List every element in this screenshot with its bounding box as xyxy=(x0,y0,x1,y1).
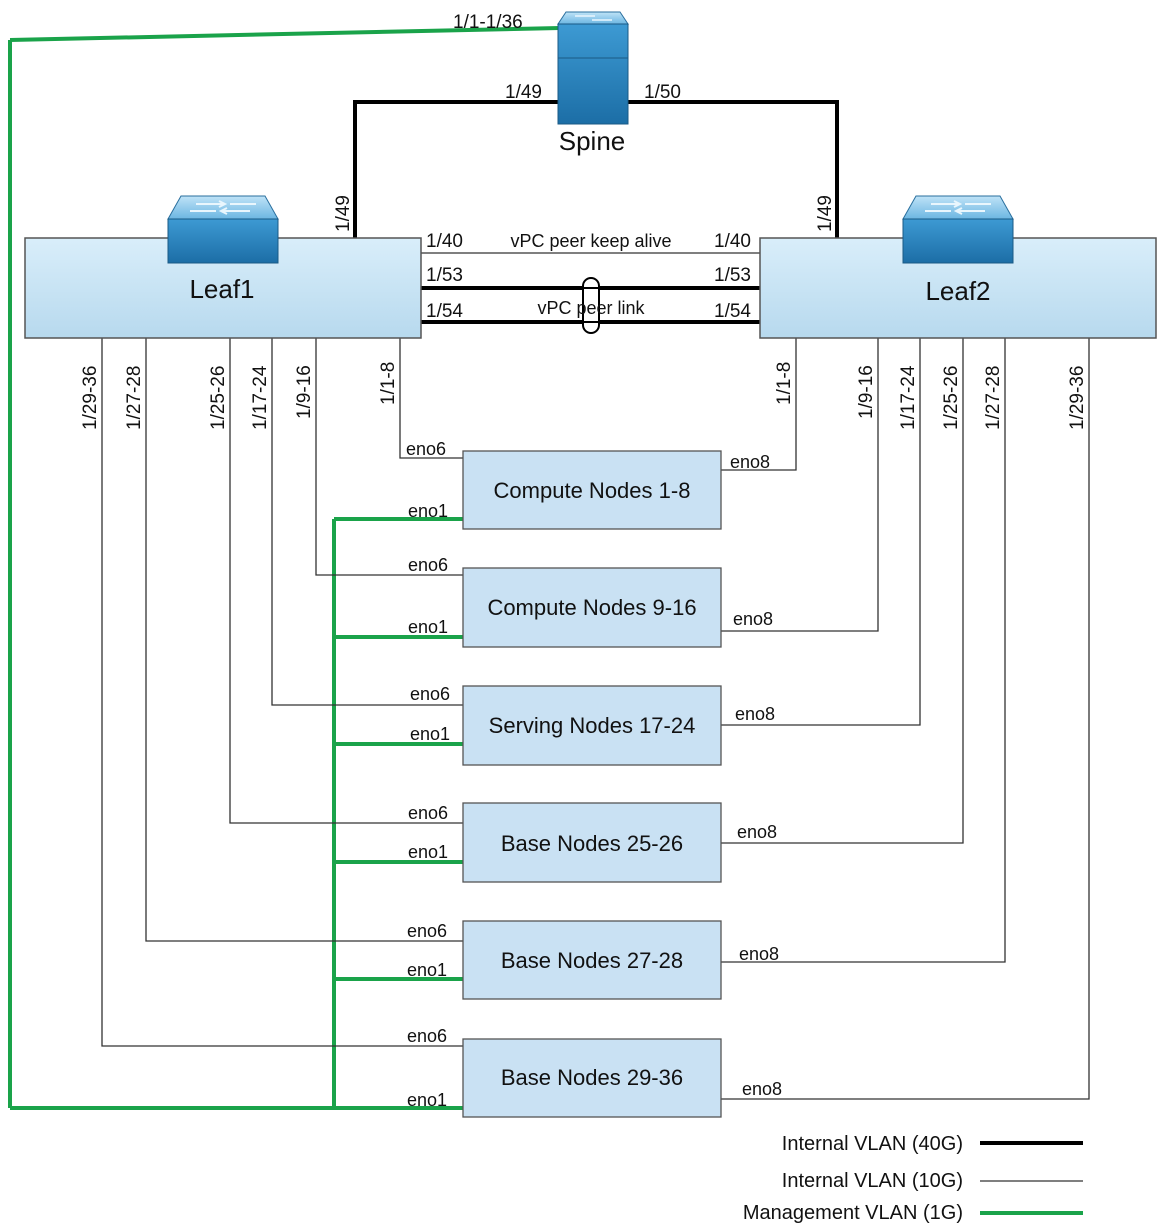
leaf1-link-9-16 xyxy=(315,338,463,576)
leaf1-label: Leaf1 xyxy=(189,274,254,304)
keepalive-label: vPC peer keep alive xyxy=(510,231,671,251)
interface-label: eno8 xyxy=(733,609,773,629)
interface-label: eno6 xyxy=(406,439,446,459)
node-label: Base Nodes 27-28 xyxy=(501,948,683,973)
node-label: Compute Nodes 1-8 xyxy=(494,478,691,503)
interface-label: eno8 xyxy=(730,452,770,472)
interface-label: eno1 xyxy=(408,842,448,862)
spine-port-right: 1/50 xyxy=(644,82,681,103)
leaf2-peer-port: 1/54 xyxy=(714,301,751,322)
interface-label: eno8 xyxy=(742,1079,782,1099)
interface-label: eno6 xyxy=(408,555,448,575)
interface-labels: eno6 eno1 eno8 eno6 eno1 eno8 eno6 eno1 … xyxy=(406,439,782,1110)
legend-label-mgmt: Management VLAN (1G) xyxy=(743,1202,963,1224)
spine-uplink-label: 1/1-1/36 xyxy=(453,12,523,33)
interface-label: eno1 xyxy=(410,724,450,744)
leaf1-switch-icon xyxy=(167,195,279,264)
leaf2-link-25-26 xyxy=(721,338,964,844)
interface-label: eno1 xyxy=(408,617,448,637)
interface-label: eno6 xyxy=(408,803,448,823)
node-label: Serving Nodes 17-24 xyxy=(489,713,696,738)
leaf1-peer-port: 1/40 xyxy=(426,231,463,252)
leaf2-peer-port: 1/53 xyxy=(714,265,751,286)
leaf2-port-label: 1/27-28 xyxy=(983,366,1004,430)
interface-label: eno1 xyxy=(407,960,447,980)
leaf2-port-label: 1/1-8 xyxy=(774,362,795,405)
legend: Internal VLAN (40G) Internal VLAN (10G) … xyxy=(743,1133,1083,1224)
leaf2-port-label: 1/25-26 xyxy=(941,366,962,430)
leaf1-spine-port: 1/49 xyxy=(333,195,354,232)
leaf1-link-25-26 xyxy=(229,338,463,824)
interface-label: eno8 xyxy=(737,822,777,842)
interface-label: eno6 xyxy=(407,1026,447,1046)
leaf1-link-29-36 xyxy=(101,338,463,1047)
spine-label: Spine xyxy=(559,126,626,156)
node-boxes xyxy=(462,450,722,1118)
leaf2-label: Leaf2 xyxy=(925,276,990,306)
node-box-base-27-28 xyxy=(462,920,722,1000)
leaf1-port-label: 1/1-8 xyxy=(378,362,399,405)
leaf1-port-label: 1/27-28 xyxy=(124,366,145,430)
interface-label: eno6 xyxy=(410,684,450,704)
interface-label: eno1 xyxy=(408,501,448,521)
management-links xyxy=(8,26,561,1110)
leaf2-port-label: 1/9-16 xyxy=(856,365,877,419)
node-label: Base Nodes 25-26 xyxy=(501,831,683,856)
leaf2-link-9-16 xyxy=(721,338,879,632)
leaf1-port-label: 1/29-36 xyxy=(80,366,101,430)
leaf2-link-29-36 xyxy=(721,338,1090,1100)
leaf1-peer-port: 1/54 xyxy=(426,301,463,322)
leaf2-peer-port: 1/40 xyxy=(714,231,751,252)
interface-label: eno1 xyxy=(407,1090,447,1110)
leaf1-port-label: 1/25-26 xyxy=(208,366,229,430)
mgmt-link xyxy=(9,26,561,42)
node-label: Compute Nodes 9-16 xyxy=(487,595,696,620)
leaf1-link-17-24 xyxy=(271,338,463,706)
legend-label-10g: Internal VLAN (10G) xyxy=(782,1170,963,1192)
node-box-compute-1-8 xyxy=(462,450,722,530)
leaf2-port-label: 1/17-24 xyxy=(898,365,919,430)
node-box-base-25-26 xyxy=(462,802,722,883)
spine-switch-icon xyxy=(557,11,629,125)
leaf1-peer-port: 1/53 xyxy=(426,265,463,286)
node-box-compute-9-16 xyxy=(462,567,722,648)
vpc-bundle-icon xyxy=(582,277,600,334)
leaf2-link-1-8 xyxy=(721,338,797,471)
spine-leaf2-link xyxy=(626,100,839,238)
leaf2-switch-icon xyxy=(902,195,1014,264)
node-box-base-29-36 xyxy=(462,1038,722,1118)
leaf2-port-label: 1/29-36 xyxy=(1067,366,1088,430)
leaf2-link-27-28 xyxy=(721,338,1006,963)
spine-leaf1-link xyxy=(353,100,560,238)
leaf1-port-label: 1/9-16 xyxy=(294,365,315,419)
node-label: Base Nodes 29-36 xyxy=(501,1065,683,1090)
leaf2-link-17-24 xyxy=(721,338,921,726)
internal-10g-links xyxy=(101,338,1090,1100)
leaf2-spine-port: 1/49 xyxy=(815,195,836,232)
node-box-serving-17-24 xyxy=(462,685,722,766)
peer-link-label: vPC peer link xyxy=(537,298,645,318)
spine-port-left: 1/49 xyxy=(505,82,542,103)
interface-label: eno8 xyxy=(735,704,775,724)
interface-label: eno6 xyxy=(407,921,447,941)
interface-label: eno8 xyxy=(739,944,779,964)
leaf1-link-27-28 xyxy=(145,338,463,942)
leaf1-link-1-8 xyxy=(399,338,463,459)
legend-label-40g: Internal VLAN (40G) xyxy=(782,1133,963,1155)
leaf1-port-label: 1/17-24 xyxy=(250,365,271,430)
